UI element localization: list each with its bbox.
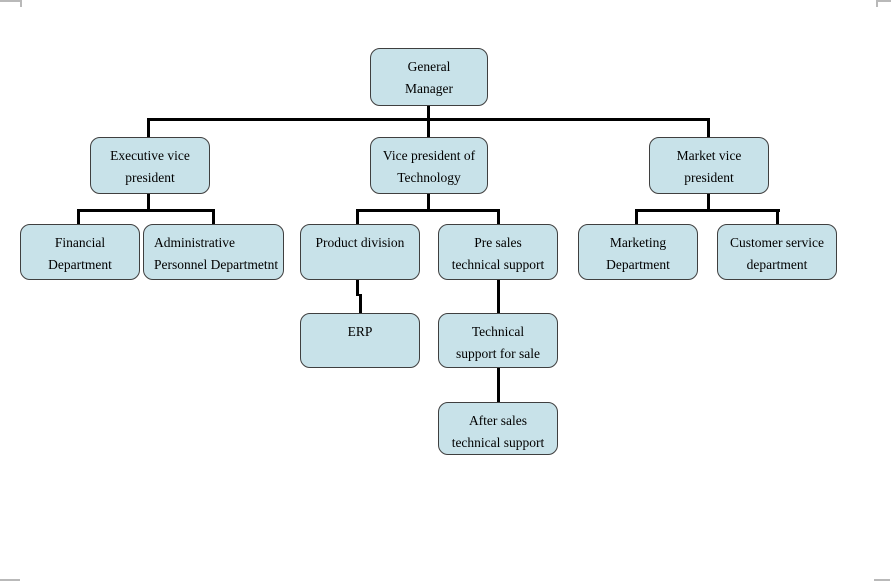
connector-mvp-down [707, 194, 710, 212]
org-box-marketing-department[interactable]: Marketing Department [578, 224, 698, 280]
connector-evp-down [147, 194, 150, 212]
page-margin-mark [876, 0, 878, 7]
connector-erp-drop-upper [356, 280, 359, 296]
connector-erp-drop-lower [359, 294, 362, 313]
org-box-administrative-personnel-department[interactable]: Administrative Personnel Departmetnt [143, 224, 284, 280]
node-label-line: Technical [471, 324, 525, 339]
org-box-customer-service-department[interactable]: Customer service department [717, 224, 837, 280]
connector-pre-drop [497, 209, 500, 225]
org-box-pre-sales-technical-support[interactable]: Pre sales technical support [438, 224, 558, 280]
connector-evp-horizontal [77, 209, 215, 212]
connector-cs-drop [776, 209, 779, 225]
page-margin-mark [0, 0, 22, 2]
connector-ast-drop [497, 368, 500, 402]
page-margin-mark [0, 579, 20, 581]
org-box-general-manager[interactable]: General Manager [370, 48, 488, 106]
page-margin-mark [876, 0, 891, 2]
node-label-line: support for sale [456, 346, 540, 361]
org-box-product-division[interactable]: Product division [300, 224, 420, 280]
org-box-technical-support-for-sale[interactable]: Technical support for sale [438, 313, 558, 368]
connector-evp-drop [147, 118, 150, 138]
node-label-line: Personnel Departmetnt [154, 257, 279, 272]
node-label-line: department [746, 257, 808, 272]
node-label-line: Product division [315, 235, 405, 250]
node-label-line: president [684, 170, 734, 185]
org-box-erp[interactable]: ERP [300, 313, 420, 368]
connector-vpt-down [427, 194, 430, 212]
connector-tss-drop [497, 280, 500, 313]
connector-prod-drop [356, 209, 359, 225]
org-box-market-vice-president[interactable]: Market vice president [649, 137, 769, 194]
connector-mvp-drop [707, 118, 710, 138]
node-label-line: After sales [468, 413, 528, 428]
node-label-line: Manager [405, 81, 453, 96]
org-box-vice-president-of-technology[interactable]: Vice president of Technology [370, 137, 488, 194]
node-label-line: technical support [451, 435, 545, 450]
connector-gm-drop [427, 106, 430, 139]
node-label-line: General [407, 59, 451, 74]
page-margin-mark [20, 0, 22, 7]
node-label-line: technical support [451, 257, 545, 272]
node-label-line: Department [606, 257, 670, 272]
node-label-line: ERP [347, 324, 373, 339]
connector-mkt-drop [635, 209, 638, 225]
page-margin-mark [874, 579, 890, 581]
node-label-line: Vice president of [382, 148, 476, 163]
node-label-line: Department [48, 257, 112, 272]
node-label-line: Customer service [729, 235, 825, 250]
org-box-executive-vice-president[interactable]: Executive vice president [90, 137, 210, 194]
org-box-financial-department[interactable]: Financial Department [20, 224, 140, 280]
node-label-line: Executive vice [110, 148, 190, 163]
node-label-line: Marketing [609, 235, 667, 250]
node-label-line: Administrative [154, 235, 235, 250]
node-label-line: Market vice [676, 148, 742, 163]
connector-fin-drop [77, 209, 80, 225]
connector-vpt-horizontal [356, 209, 500, 212]
connector-adm-drop [212, 209, 215, 225]
node-label-line: Financial [54, 235, 106, 250]
node-label-line: Technology [397, 170, 461, 185]
connector-mvp-horizontal [635, 209, 780, 212]
org-box-after-sales-technical-support[interactable]: After sales technical support [438, 402, 558, 455]
connector-top-horizontal [147, 118, 710, 121]
node-label-line: Pre sales [474, 235, 522, 250]
node-label-line: president [125, 170, 175, 185]
